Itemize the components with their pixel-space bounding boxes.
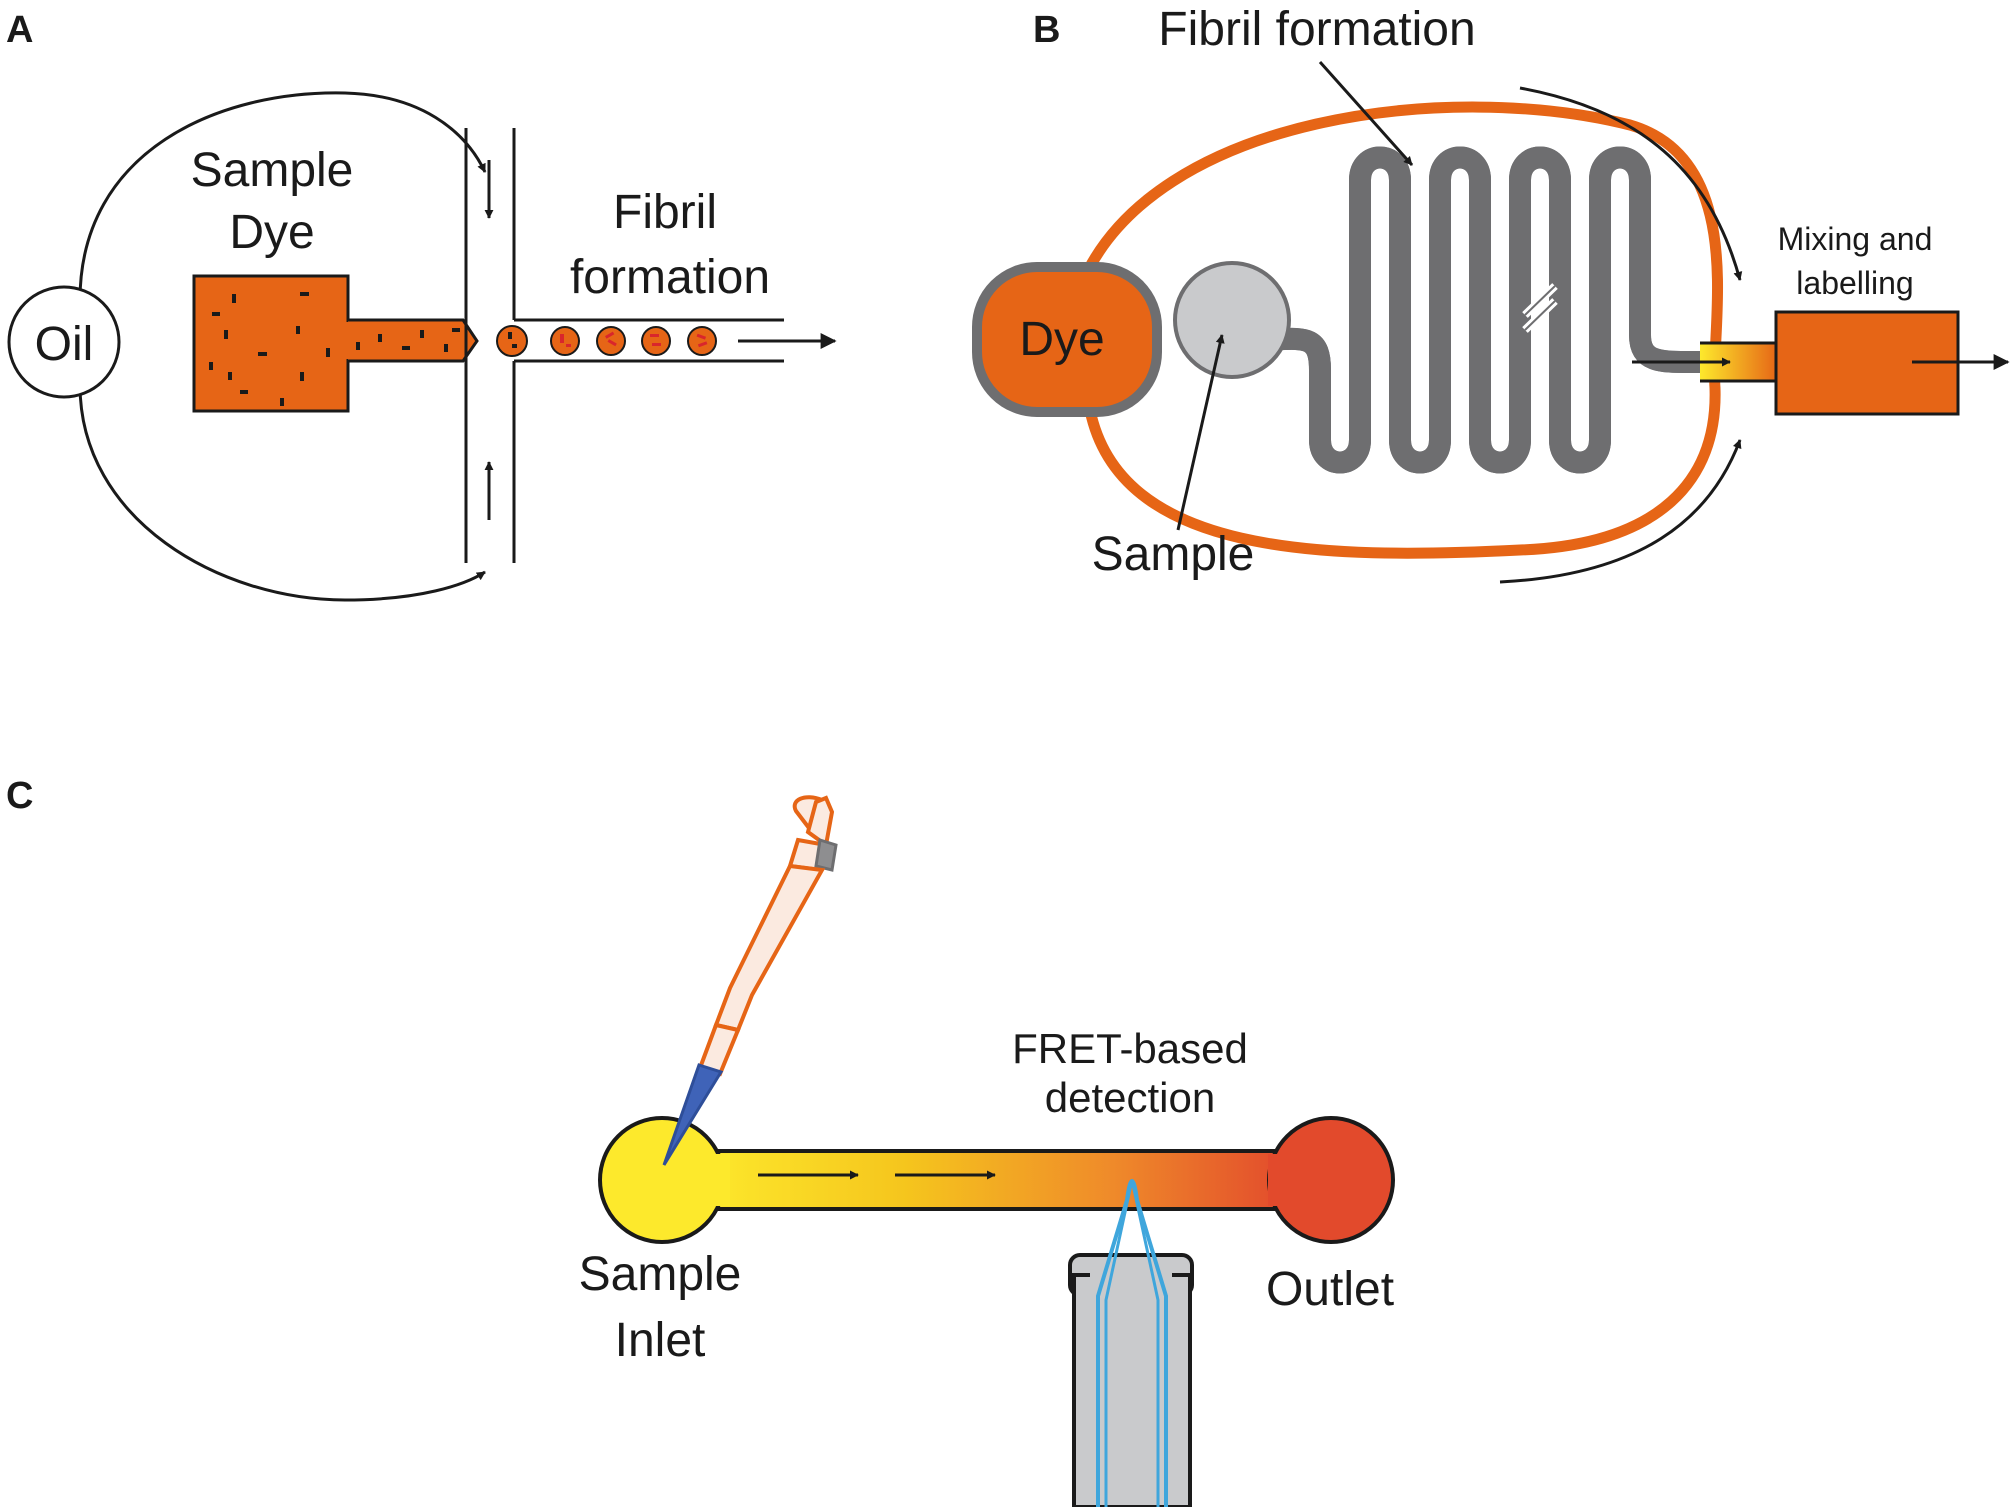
pipette-body [713,863,826,1033]
droplet [641,326,671,356]
outlet-label: Outlet [1266,1263,1394,1316]
sample-label: Sample [191,144,354,197]
outlet-channel-join [1268,1154,1288,1206]
dye-label: Dye [229,206,314,259]
panel-c-letter: C [6,775,33,817]
chamber-channel-join [344,322,352,359]
droplet [550,326,580,356]
panel-a: A Oil Sample Dye [6,9,837,602]
mixing-label-line1: Mixing and [1778,221,1933,257]
serpentine-channel-fill [1252,158,1760,463]
inlet-label-line1: Sample [579,1248,742,1301]
sample-inlet-reservoir [598,1116,726,1244]
panel-b-letter: B [1033,9,1060,51]
dye-reservoir [972,262,1162,417]
inlet-label-line2: Inlet [615,1314,706,1367]
dye-reservoir-label: Dye [1019,313,1104,366]
sample-pointer [1176,334,1225,531]
objective-lens [1068,1253,1194,1507]
oil-label: Oil [35,318,94,371]
amyloid-particles [209,292,460,406]
objective-lens-body [1072,1273,1192,1507]
mixing-label-line2: labelling [1796,265,1913,301]
droplet-train [496,325,717,357]
inlet-channel-join [710,1154,730,1206]
laser-beam [1096,1179,1168,1507]
fibril-label-line1: Fibril [613,186,717,239]
sample-dye-chamber [192,274,350,413]
fret-label-line1: FRET-based [1012,1025,1248,1072]
sample-reservoir [1173,261,1291,379]
laser-beam-inner [1104,1179,1160,1507]
pipette-tip [662,1063,724,1166]
droplet [496,325,528,357]
loop-arrow-bottom [1499,439,1742,584]
panel-c: C [6,775,1395,1507]
serpentine-break-marks [1522,283,1558,333]
pipette-ejector [814,838,838,872]
dye-loop-channel [1076,101,1724,559]
sample-inlet-channel [348,318,479,363]
fibril-label-line2: formation [570,251,770,304]
fret-label-line2: detection [1045,1074,1215,1121]
oil-line-bottom [78,384,486,602]
sample-label-b: Sample [1092,528,1255,581]
panel-b: B Dye Fibril formation Sam [972,3,2010,584]
loop-arrow-top [1519,86,1743,281]
fibril-formation-label: Fibril formation [1158,3,1475,56]
oil-reservoir [7,285,121,399]
fibril-pointer [1318,61,1414,166]
pipette [662,795,838,1166]
panel-a-letter: A [6,9,33,51]
detection-channel [700,1151,1290,1209]
droplet [687,326,717,356]
oil-line-top [78,91,487,301]
